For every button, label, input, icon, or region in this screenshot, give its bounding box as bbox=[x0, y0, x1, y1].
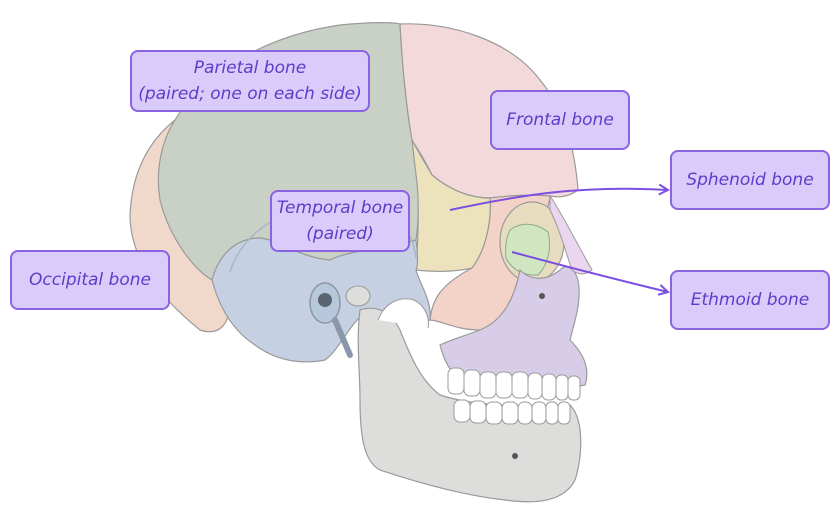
frontal-label-text: Frontal bone bbox=[506, 110, 614, 130]
parietal-bone-label: Parietal bone (paired; one on each side) bbox=[130, 50, 370, 112]
parietal-label-line2: (paired; one on each side) bbox=[138, 84, 362, 104]
nasal-bone bbox=[549, 194, 593, 275]
sphenoid-arrow bbox=[449, 189, 668, 211]
sphenoid-label-text: Sphenoid bone bbox=[686, 170, 814, 190]
upper-teeth bbox=[447, 367, 581, 401]
lower-teeth bbox=[453, 399, 571, 425]
occipital-bone-label: Occipital bone bbox=[10, 250, 170, 310]
temporal-bone-label: Temporal bone (paired) bbox=[270, 190, 410, 252]
ethmoid-arrow bbox=[511, 251, 668, 292]
ethmoid-bone bbox=[505, 223, 551, 276]
ear-canal-opening bbox=[318, 293, 332, 307]
styloid-process bbox=[332, 317, 353, 358]
maxilla-bone bbox=[439, 266, 588, 388]
occipital-label-text: Occipital bone bbox=[29, 270, 151, 290]
infraorbital-foramen bbox=[539, 293, 545, 299]
mandibular-notch bbox=[377, 298, 429, 329]
parietal-label-line1: Parietal bone bbox=[193, 58, 307, 78]
ethmoid-bone-label: Ethmoid bone bbox=[670, 270, 830, 330]
mental-foramen bbox=[512, 453, 518, 459]
mandibular-condyle bbox=[345, 285, 371, 307]
frontal-bone-label: Frontal bone bbox=[490, 90, 630, 150]
temporal-label-line1: Temporal bone bbox=[276, 198, 404, 218]
ethmoid-label-text: Ethmoid bone bbox=[690, 290, 810, 310]
sphenoid-bone-label: Sphenoid bone bbox=[670, 150, 830, 210]
temporal-label-line2: (paired) bbox=[306, 224, 374, 244]
